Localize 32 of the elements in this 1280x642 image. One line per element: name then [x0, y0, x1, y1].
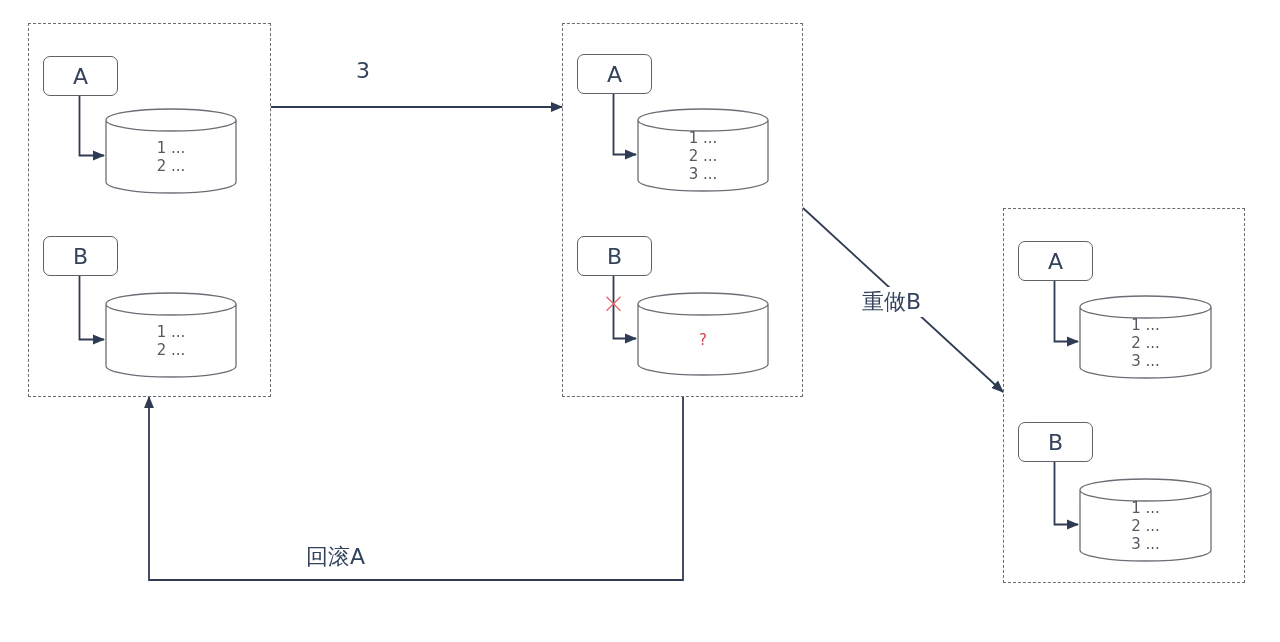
arrow [78, 94, 106, 161]
record-text: 1 ... [1131, 316, 1160, 334]
arrow [270, 101, 564, 113]
group-frame [28, 23, 271, 397]
record-text: 2 ... [688, 147, 718, 165]
label-box: B [577, 236, 652, 276]
record-text: 1 ... [156, 138, 186, 157]
label-box: A [43, 56, 118, 96]
arrow [612, 92, 638, 160]
arrow [78, 274, 106, 345]
arrow [1053, 279, 1080, 347]
label-box: A [577, 54, 652, 94]
label-box: A [1018, 241, 1093, 281]
record-text: 1 ... [156, 322, 186, 341]
arrow [143, 395, 684, 581]
record-text: 1 ... [688, 129, 718, 147]
record-text: 1 ... [1131, 499, 1160, 517]
label-box: B [1018, 422, 1093, 462]
record-text: 3 ... [1131, 535, 1160, 553]
record-text: 2 ... [1131, 334, 1160, 352]
record-text: 2 ... [1131, 517, 1160, 535]
arrow [612, 274, 638, 344]
record-text: 3 ... [1131, 352, 1160, 370]
record-text: ? [699, 330, 707, 349]
edge-label: 重做B [860, 287, 924, 317]
arrow [1053, 460, 1080, 530]
record-text: 2 ... [156, 156, 186, 175]
label-box: B [43, 236, 118, 276]
group-frame [562, 23, 803, 397]
record-text: 2 ... [156, 340, 186, 359]
record-text: 3 ... [688, 165, 718, 183]
group-frame [1003, 208, 1245, 583]
